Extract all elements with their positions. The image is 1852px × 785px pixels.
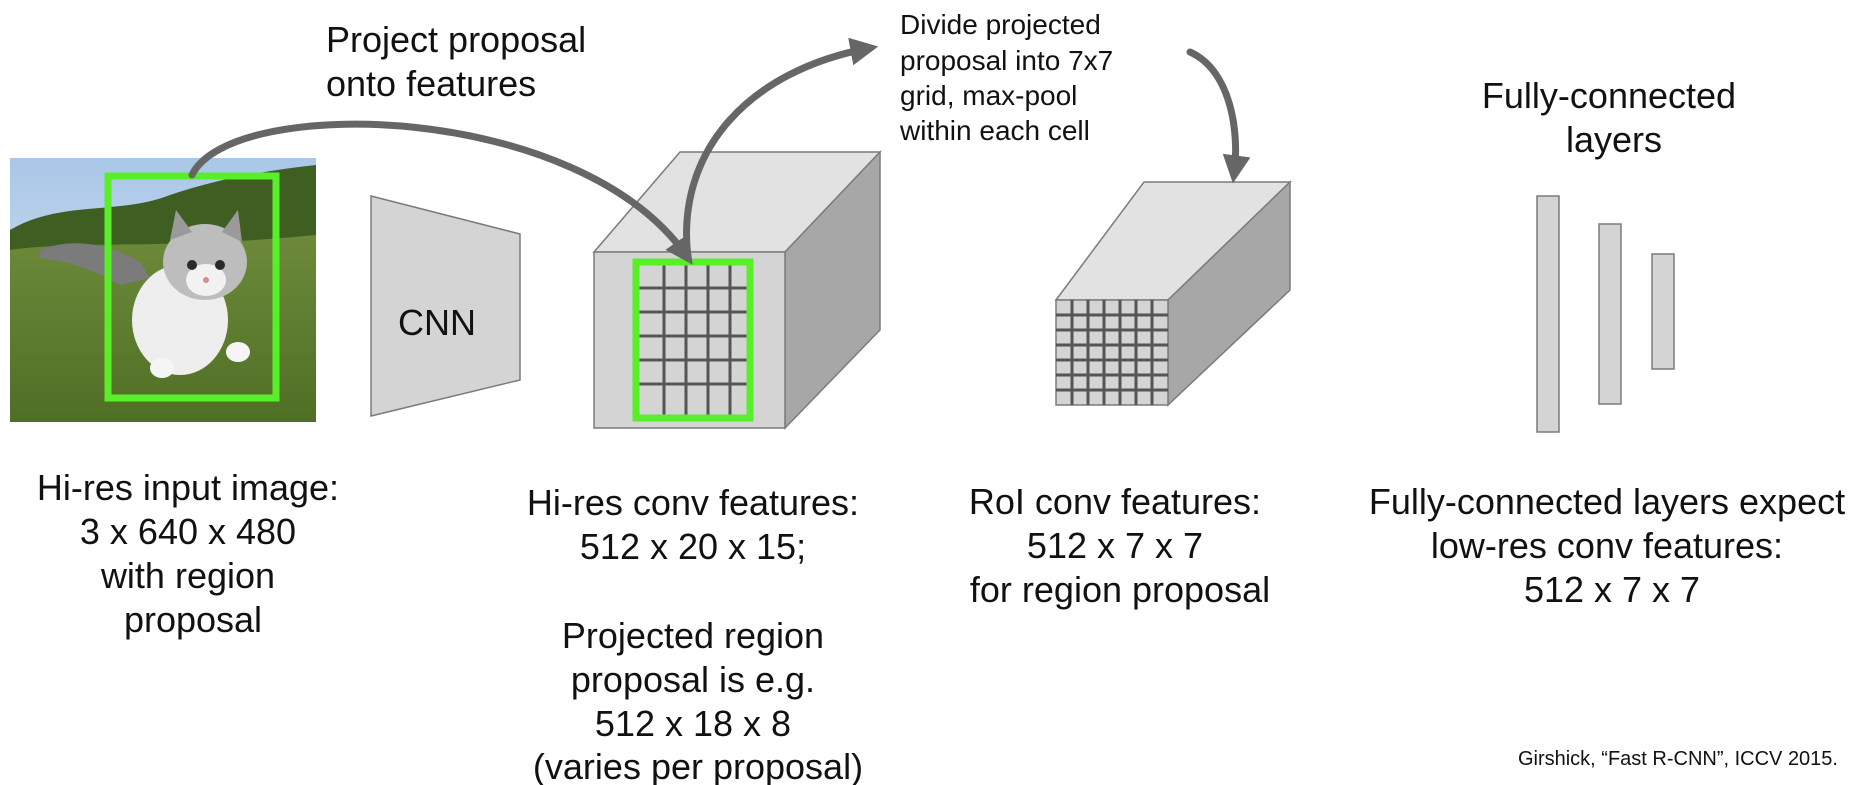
roi-caption: RoI conv features: 512 x 7 x 7 for regio… (969, 481, 1271, 610)
arrow-to-divide-label (683, 37, 879, 262)
fc-caption: Fully-connected layers expect low-res co… (1369, 481, 1852, 610)
cnn-block: CNN (370, 195, 521, 417)
fc-bar-2 (1598, 223, 1622, 405)
conv-proposal-box (632, 258, 754, 422)
fc-bar-1 (1536, 195, 1560, 433)
fc-layers (1536, 195, 1675, 433)
roi-feature-block (1054, 180, 1292, 407)
conv-proposal-grid (636, 262, 750, 418)
cnn-label: CNN (398, 302, 476, 343)
arrow-to-roi (1186, 48, 1251, 184)
roi-grid (1056, 300, 1168, 405)
divide-label: Divide projected proposal into 7x7 grid,… (899, 9, 1121, 146)
fc-title: Fully-connected layers (1482, 75, 1746, 160)
citation: Girshick, “Fast R-CNN”, ICCV 2015. (1518, 748, 1838, 770)
arrows (188, 37, 1251, 265)
project-label: Project proposal onto features (326, 19, 596, 104)
input-caption: Hi-res input image: 3 x 640 x 480 with r… (37, 467, 349, 640)
input-image (10, 158, 316, 422)
conv-caption: Hi-res conv features: 512 x 20 x 15; Pro… (527, 482, 869, 785)
conv-feature-block (592, 150, 882, 430)
fc-bar-3 (1651, 253, 1675, 370)
arrow-project-proposal (188, 120, 693, 265)
